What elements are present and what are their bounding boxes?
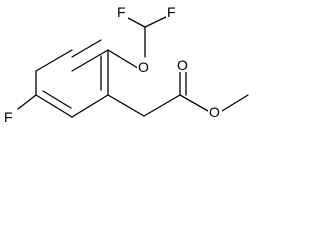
ring-bond-bottom-right bbox=[71, 94, 109, 118]
ether-oxygen-label: O bbox=[138, 59, 149, 75]
chemical-structure: F F O O O F bbox=[3, 3, 249, 125]
fluorine-label-top-right: F bbox=[167, 4, 176, 20]
bond-chf2-to-f-left bbox=[125, 16, 146, 28]
bond-lines bbox=[17, 16, 249, 118]
bond-ring-to-ether-oxygen bbox=[107, 49, 142, 71]
bond-ring-to-ch2 bbox=[107, 94, 145, 117]
ring-double-bond-top bbox=[71, 39, 102, 58]
carbonyl-oxygen-label: O bbox=[177, 57, 188, 73]
label-mask-o-ester bbox=[208, 103, 222, 119]
bond-chf2-to-f-right bbox=[144, 16, 167, 28]
label-mask-o-ether bbox=[137, 58, 151, 74]
ring-double-bond-bottom-left bbox=[42, 90, 72, 109]
ester-oxygen-label: O bbox=[209, 104, 220, 120]
ring-bond-top bbox=[71, 49, 109, 72]
ring-bond-bottom bbox=[35, 94, 73, 118]
bond-ch2-to-carbonyl-carbon bbox=[143, 94, 181, 117]
label-mask-o-carbonyl bbox=[176, 56, 190, 72]
fluorine-label-ring: F bbox=[4, 109, 13, 125]
atom-labels: F F O O O F bbox=[3, 3, 222, 125]
label-mask-f-top-left bbox=[116, 3, 128, 19]
bond-ring-to-fluorine bbox=[17, 94, 37, 110]
fluorine-label-top-left: F bbox=[117, 4, 126, 20]
ring-bond-top-left bbox=[35, 49, 73, 72]
bond-ester-oxygen-to-methyl bbox=[221, 94, 249, 112]
bond-carbonyl-to-ester-oxygen bbox=[179, 94, 209, 112]
label-mask-f-top-right bbox=[166, 3, 178, 19]
label-mask-f-ring bbox=[3, 108, 15, 124]
